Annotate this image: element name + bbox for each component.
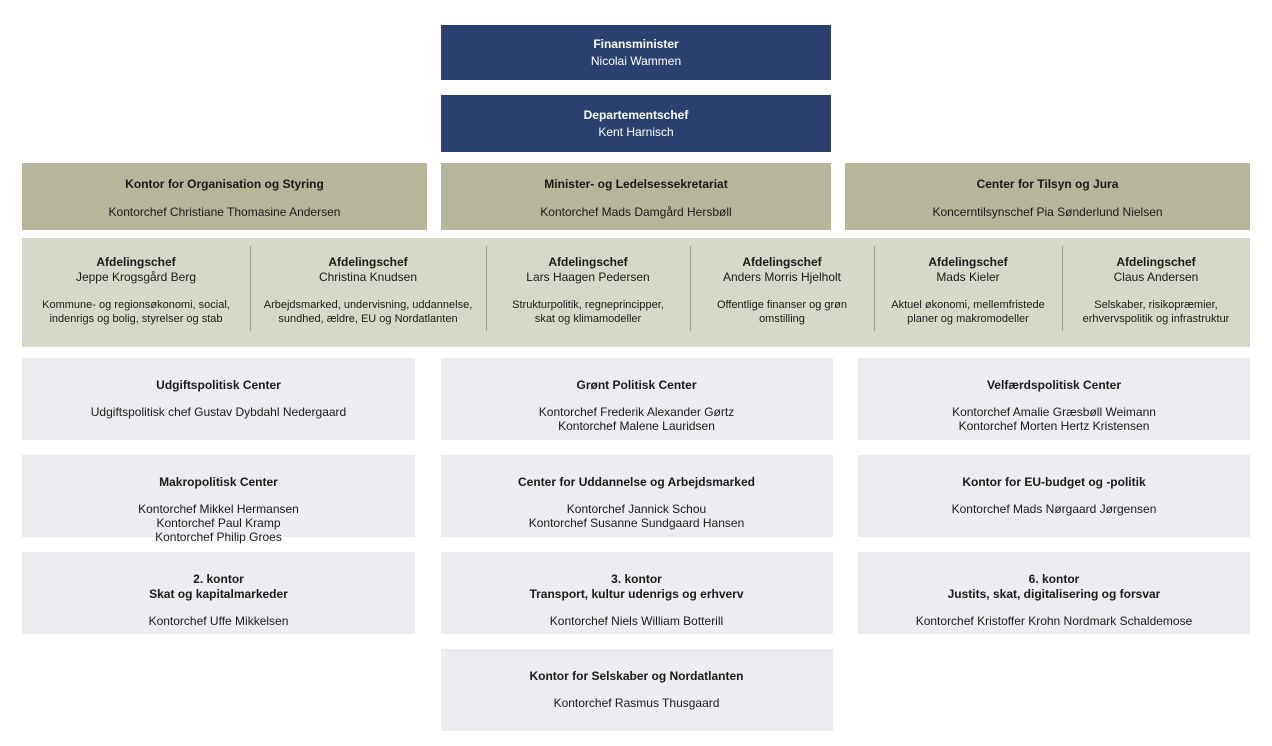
department-column: Afdelingschef Claus Andersen Selskaber, …: [1062, 238, 1250, 347]
office-title: Grønt Politisk Center: [576, 378, 697, 392]
department-head: Mads Kieler: [936, 270, 1000, 284]
staff-offices-row: Kontor for Organisation og Styring Konto…: [22, 163, 1250, 230]
office-box: 6. kontor Justits, skat, digitalisering …: [858, 552, 1250, 634]
office-heads: Udgiftspolitisk chef Gustav Dybdahl Nede…: [90, 405, 347, 419]
office-heads: Kontorchef Mads Nørgaard Jørgensen: [951, 502, 1157, 516]
department-role: Afdelingschef: [1116, 255, 1196, 269]
department-role: Afdelingschef: [548, 255, 628, 269]
minister-box: Finansminister Nicolai Wammen: [441, 25, 831, 80]
office-box: Center for Uddannelse og Arbejdsmarked K…: [440, 455, 833, 537]
offices-grid: Udgiftspolitisk Center Udgiftspolitisk c…: [22, 358, 1250, 731]
departementschef-name: Kent Harnisch: [598, 125, 674, 139]
staff-office-title: Minister- og Ledelsessekretariat: [544, 177, 728, 191]
office-heads: Kontorchef Kristoffer Krohn Nordmark Sch…: [915, 614, 1193, 628]
office-title: Makropolitisk Center: [159, 475, 278, 489]
office-box: Udgiftspolitisk Center Udgiftspolitisk c…: [22, 358, 415, 440]
staff-office-head: Kontorchef Christiane Thomasine Andersen: [108, 205, 341, 219]
office-title: 2. kontor Skat og kapitalmarkeder: [149, 572, 288, 601]
department-areas: Aktuel økonomi, mellemfristede planer og…: [891, 299, 1045, 325]
office-title: Kontor for EU-budget og -politik: [962, 475, 1146, 489]
department-role: Afdelingschef: [328, 255, 408, 269]
department-role: Afdelingschef: [928, 255, 1008, 269]
staff-office-head: Kontorchef Mads Damgård Hersbøll: [540, 205, 732, 219]
departments-band: Afdelingschef Jeppe Krogsgård Berg Kommu…: [22, 238, 1250, 347]
minister-name: Nicolai Wammen: [590, 54, 682, 68]
office-title: Velfærdspolitisk Center: [986, 378, 1122, 392]
department-areas: Selskaber, risikopræmier, erhvervspoliti…: [1082, 299, 1230, 325]
office-box: 3. kontor Transport, kultur udenrigs og …: [440, 552, 833, 634]
department-head: Claus Andersen: [1113, 270, 1199, 284]
office-title: Udgiftspolitisk Center: [156, 378, 281, 392]
department-head: Lars Haagen Pedersen: [526, 270, 650, 284]
department-role: Afdelingschef: [96, 255, 176, 269]
departementschef-box: Departementschef Kent Harnisch: [441, 95, 831, 152]
office-title: Kontor for Selskaber og Nordatlanten: [529, 669, 744, 683]
office-heads: Kontorchef Niels William Botterill: [549, 614, 724, 628]
staff-office-box: Kontor for Organisation og Styring Konto…: [22, 163, 427, 230]
office-heads: Kontorchef Frederik Alexander Gørtz Kont…: [538, 405, 735, 433]
office-heads: Kontorchef Jannick Schou Kontorchef Susa…: [528, 502, 745, 530]
office-box: Velfærdspolitisk Center Kontorchef Amali…: [858, 358, 1250, 440]
office-title: 6. kontor Justits, skat, digitalisering …: [947, 572, 1161, 601]
department-areas: Arbejdsmarked, undervisning, uddannelse,…: [263, 299, 473, 325]
office-heads: Kontorchef Amalie Græsbøll Weimann Konto…: [952, 405, 1156, 433]
office-heads: Kontorchef Mikkel Hermansen Kontorchef P…: [138, 502, 299, 544]
staff-office-head: Koncerntilsynschef Pia Sønderlund Nielse…: [932, 205, 1163, 219]
office-box: 2. kontor Skat og kapitalmarkeder Kontor…: [22, 552, 415, 634]
minister-title: Finansminister: [593, 37, 679, 51]
office-box: Kontor for Selskaber og Nordatlanten Kon…: [440, 649, 833, 731]
department-areas: Strukturpolitik, regneprincipper, skat o…: [512, 299, 664, 325]
staff-office-box: Minister- og Ledelsessekretariat Kontorc…: [441, 163, 831, 230]
department-role: Afdelingschef: [742, 255, 822, 269]
department-head: Anders Morris Hjelholt: [722, 270, 842, 284]
department-column: Afdelingschef Anders Morris Hjelholt Off…: [690, 238, 874, 347]
office-box: Makropolitisk Center Kontorchef Mikkel H…: [22, 455, 415, 544]
office-box: Kontor for EU-budget og -politik Kontorc…: [858, 455, 1250, 537]
department-areas: Kommune- og regionsøkonomi, social, inde…: [42, 299, 230, 325]
departementschef-title: Departementschef: [583, 108, 689, 122]
office-title: Center for Uddannelse og Arbejdsmarked: [518, 475, 755, 489]
staff-office-title: Center for Tilsyn og Jura: [976, 177, 1119, 191]
office-heads: Kontorchef Uffe Mikkelsen: [148, 614, 289, 628]
office-box: Grønt Politisk Center Kontorchef Frederi…: [440, 358, 833, 440]
department-column: Afdelingschef Jeppe Krogsgård Berg Kommu…: [22, 238, 250, 347]
department-areas: Offentlige finanser og grøn omstilling: [716, 299, 848, 325]
staff-office-box: Center for Tilsyn og Jura Koncerntilsyns…: [845, 163, 1250, 230]
staff-office-title: Kontor for Organisation og Styring: [125, 177, 324, 191]
department-head: Christina Knudsen: [318, 270, 418, 284]
department-column: Afdelingschef Mads Kieler Aktuel økonomi…: [874, 238, 1062, 347]
department-column: Afdelingschef Lars Haagen Pedersen Struk…: [486, 238, 690, 347]
department-column: Afdelingschef Christina Knudsen Arbejdsm…: [250, 238, 486, 347]
office-heads: Kontorchef Rasmus Thusgaard: [553, 696, 720, 710]
department-head: Jeppe Krogsgård Berg: [75, 270, 197, 284]
office-title: 3. kontor Transport, kultur udenrigs og …: [529, 572, 744, 601]
